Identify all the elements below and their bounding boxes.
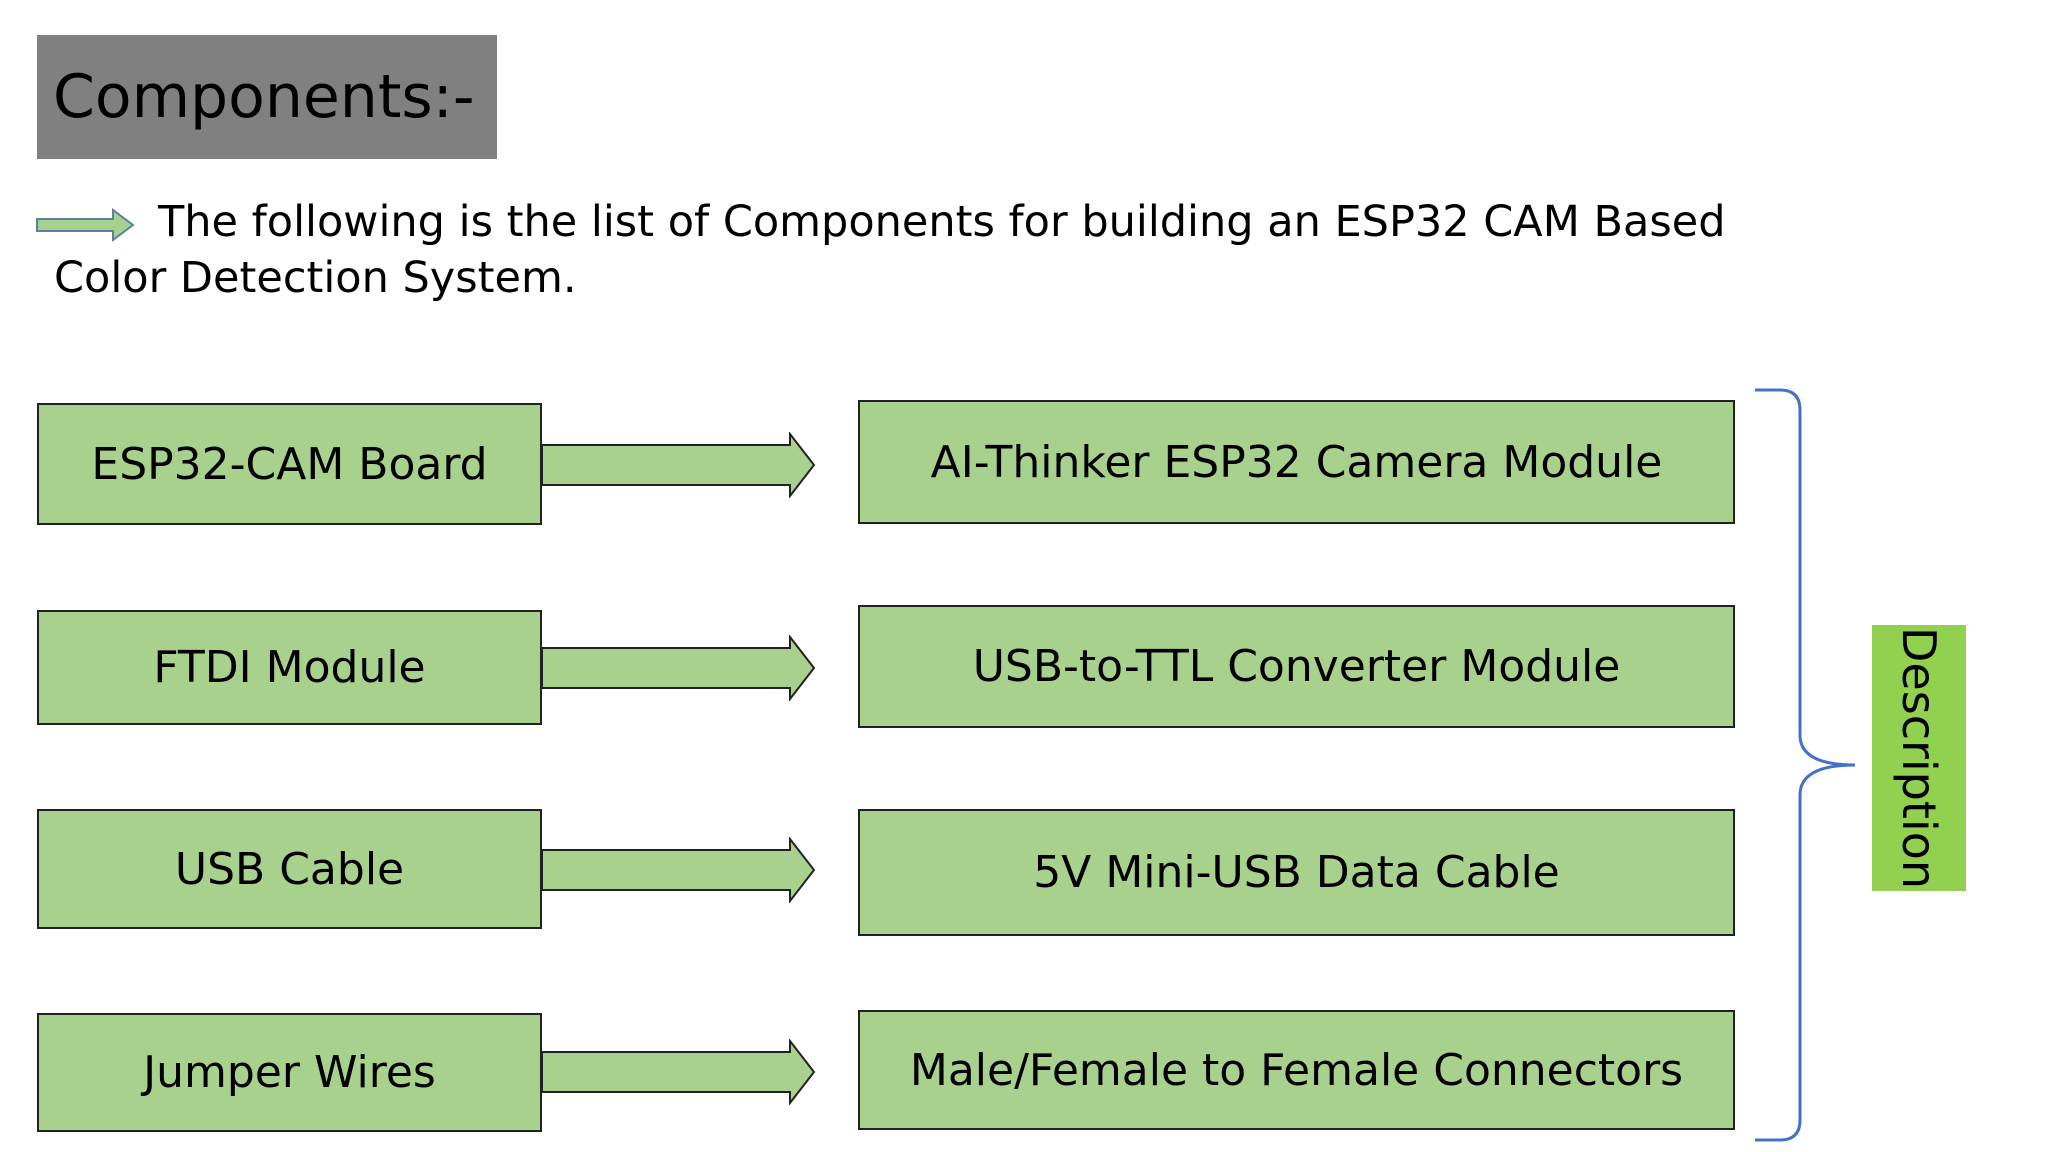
component-box-2: FTDI Module bbox=[37, 610, 542, 725]
description-box-3: 5V Mini-USB Data Cable bbox=[858, 809, 1735, 936]
component-label-1: ESP32-CAM Board bbox=[91, 438, 488, 490]
description-side-label: Description bbox=[1872, 625, 1966, 891]
description-box-4: Male/Female to Female Connectors bbox=[858, 1010, 1735, 1130]
description-box-1: AI-Thinker ESP32 Camera Module bbox=[858, 400, 1735, 524]
title-box: Components:- bbox=[37, 35, 497, 159]
connector-arrow-1 bbox=[541, 432, 816, 498]
component-label-4: Jumper Wires bbox=[143, 1047, 436, 1098]
description-label-1: AI-Thinker ESP32 Camera Module bbox=[930, 436, 1663, 488]
component-box-3: USB Cable bbox=[37, 809, 542, 929]
description-label-4: Male/Female to Female Connectors bbox=[909, 1044, 1684, 1096]
component-box-1: ESP32-CAM Board bbox=[37, 403, 542, 525]
description-label-3: 5V Mini-USB Data Cable bbox=[1033, 847, 1560, 898]
connector-arrow-3 bbox=[541, 837, 816, 903]
curly-brace bbox=[1755, 388, 1856, 1142]
description-box-2: USB-to-TTL Converter Module bbox=[858, 605, 1735, 728]
intro-text: The following is the list of Components … bbox=[54, 197, 1726, 303]
component-label-3: USB Cable bbox=[174, 843, 405, 895]
component-box-4: Jumper Wires bbox=[37, 1013, 542, 1132]
component-label-2: FTDI Module bbox=[153, 642, 426, 693]
connector-arrow-4 bbox=[541, 1039, 816, 1105]
description-side-label-text: Description bbox=[1892, 627, 1946, 889]
intro-arrow-icon bbox=[36, 208, 135, 242]
connector-arrow-2 bbox=[541, 635, 816, 701]
page-title: Components:- bbox=[53, 62, 475, 132]
description-label-2: USB-to-TTL Converter Module bbox=[972, 641, 1621, 692]
